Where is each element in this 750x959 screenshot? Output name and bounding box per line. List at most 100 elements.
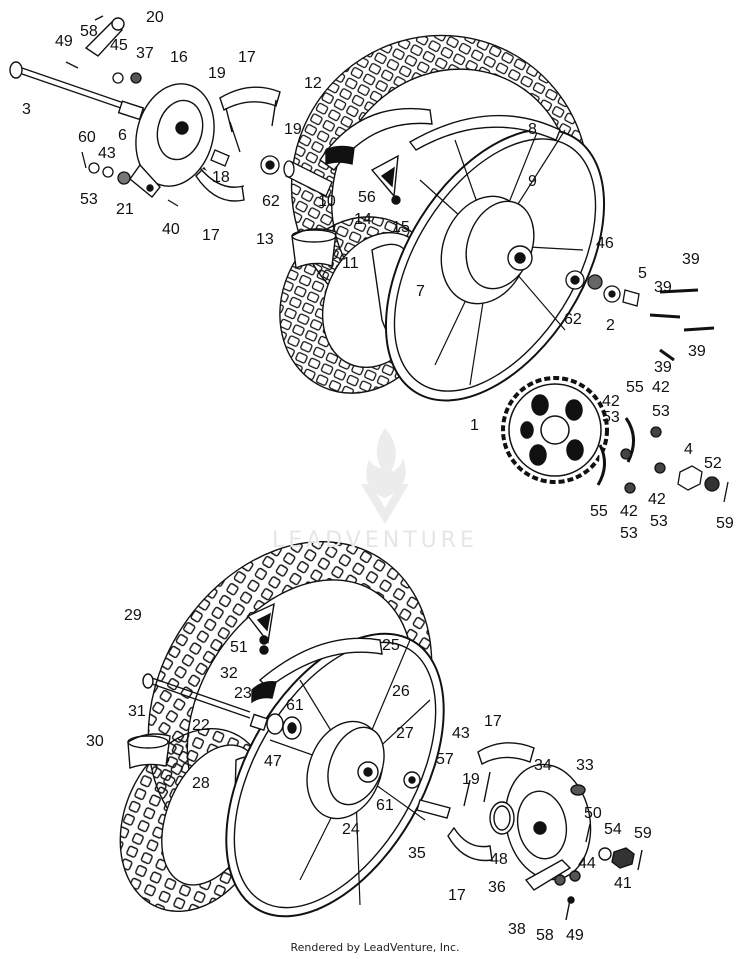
label-59: 59 — [716, 515, 734, 532]
rear-wheel-assembly — [279, 34, 606, 402]
rear-brake-shoes — [195, 86, 281, 202]
label-4: 4 — [684, 441, 693, 458]
label-43: 43 — [98, 145, 116, 162]
label-22: 22 — [192, 717, 210, 734]
label-3: 3 — [22, 101, 31, 118]
label-33: 33 — [576, 757, 594, 774]
label-34: 34 — [534, 757, 552, 774]
label-41: 41 — [614, 875, 632, 892]
label-19-a: 19 — [208, 65, 226, 82]
label-44: 44 — [578, 855, 596, 872]
label-52: 52 — [704, 455, 722, 472]
footer-credit: Rendered by LeadVenture, Inc. — [290, 941, 460, 954]
label-24: 24 — [342, 821, 360, 838]
label-53-b: 53 — [652, 403, 670, 420]
label-39-c: 39 — [688, 343, 706, 360]
label-26: 26 — [392, 683, 410, 700]
label-62-a: 62 — [262, 193, 280, 210]
label-40: 40 — [162, 221, 180, 238]
label-57: 57 — [436, 751, 454, 768]
label-42-a: 42 — [652, 379, 670, 396]
label-53-c: 53 — [602, 409, 620, 426]
label-53-d: 53 — [650, 513, 668, 530]
label-36: 36 — [488, 879, 506, 896]
label-51: 51 — [230, 639, 248, 656]
label-7: 7 — [416, 283, 425, 300]
label-49: 49 — [55, 33, 73, 50]
label-50: 50 — [584, 805, 602, 822]
label-43-b: 43 — [452, 725, 470, 742]
rear-hub — [440, 195, 535, 305]
label-59-b: 59 — [634, 825, 652, 842]
label-62-b: 62 — [564, 311, 582, 328]
label-19-b: 19 — [284, 121, 302, 138]
label-23: 23 — [234, 685, 252, 702]
label-17-c: 17 — [484, 713, 502, 730]
label-29: 29 — [124, 607, 142, 624]
label-42-b: 42 — [602, 393, 620, 410]
label-15: 15 — [392, 219, 410, 236]
label-2: 2 — [606, 317, 615, 334]
label-53-e: 53 — [620, 525, 638, 542]
label-17-a: 17 — [238, 49, 256, 66]
label-38: 38 — [508, 921, 526, 938]
label-13: 13 — [256, 231, 274, 248]
front-brake-panel — [403, 742, 643, 921]
label-20: 20 — [146, 9, 164, 26]
front-axle — [142, 673, 302, 740]
label-35: 35 — [408, 845, 426, 862]
front-hub — [306, 720, 385, 820]
label-48: 48 — [490, 851, 508, 868]
label-56: 56 — [358, 189, 376, 206]
label-55-b: 55 — [590, 503, 608, 520]
label-42-d: 42 — [620, 503, 638, 520]
label-58-b: 58 — [536, 927, 554, 944]
watermark-text: LEADVENTURE — [272, 528, 478, 553]
label-25: 25 — [382, 637, 400, 654]
label-1: 1 — [470, 417, 479, 434]
label-5: 5 — [638, 265, 647, 282]
label-54: 54 — [604, 821, 622, 838]
front-wheel-assembly — [119, 541, 445, 918]
label-28: 28 — [192, 775, 210, 792]
rear-sprocket — [501, 376, 609, 484]
label-17-d: 17 — [448, 887, 466, 904]
torque-arm — [84, 15, 125, 57]
label-18: 18 — [212, 169, 230, 186]
label-11: 11 — [342, 255, 359, 272]
label-30: 30 — [86, 733, 104, 750]
label-21: 21 — [116, 201, 134, 218]
label-53-a: 53 — [80, 191, 98, 208]
label-58: 58 — [80, 23, 98, 40]
label-49-b: 49 — [566, 927, 584, 944]
label-12: 12 — [304, 75, 322, 92]
label-14: 14 — [354, 211, 372, 228]
label-27: 27 — [396, 725, 414, 742]
label-9: 9 — [528, 173, 537, 190]
label-8: 8 — [528, 121, 537, 138]
label-46: 46 — [596, 235, 614, 252]
rear-brake-panel — [129, 83, 215, 198]
label-16: 16 — [170, 49, 188, 66]
label-6: 6 — [118, 127, 127, 144]
label-31: 31 — [128, 703, 146, 720]
label-61-a: 61 — [286, 697, 304, 714]
label-10: 10 — [318, 193, 336, 210]
rear-small-parts — [65, 61, 715, 362]
label-39-a: 39 — [682, 251, 700, 268]
label-45: 45 — [110, 37, 128, 54]
sprocket-hardware — [596, 417, 729, 503]
watermark-flame-logo — [361, 428, 409, 524]
label-47: 47 — [264, 753, 282, 770]
label-39-d: 39 — [654, 359, 672, 376]
label-19-c: 19 — [462, 771, 480, 788]
label-42-c: 42 — [648, 491, 666, 508]
rear-axle — [9, 61, 151, 121]
label-55-a: 55 — [626, 379, 644, 396]
label-39-b: 39 — [654, 279, 672, 296]
label-17-b: 17 — [202, 227, 220, 244]
label-60: 60 — [78, 129, 96, 146]
label-61-b: 61 — [376, 797, 394, 814]
